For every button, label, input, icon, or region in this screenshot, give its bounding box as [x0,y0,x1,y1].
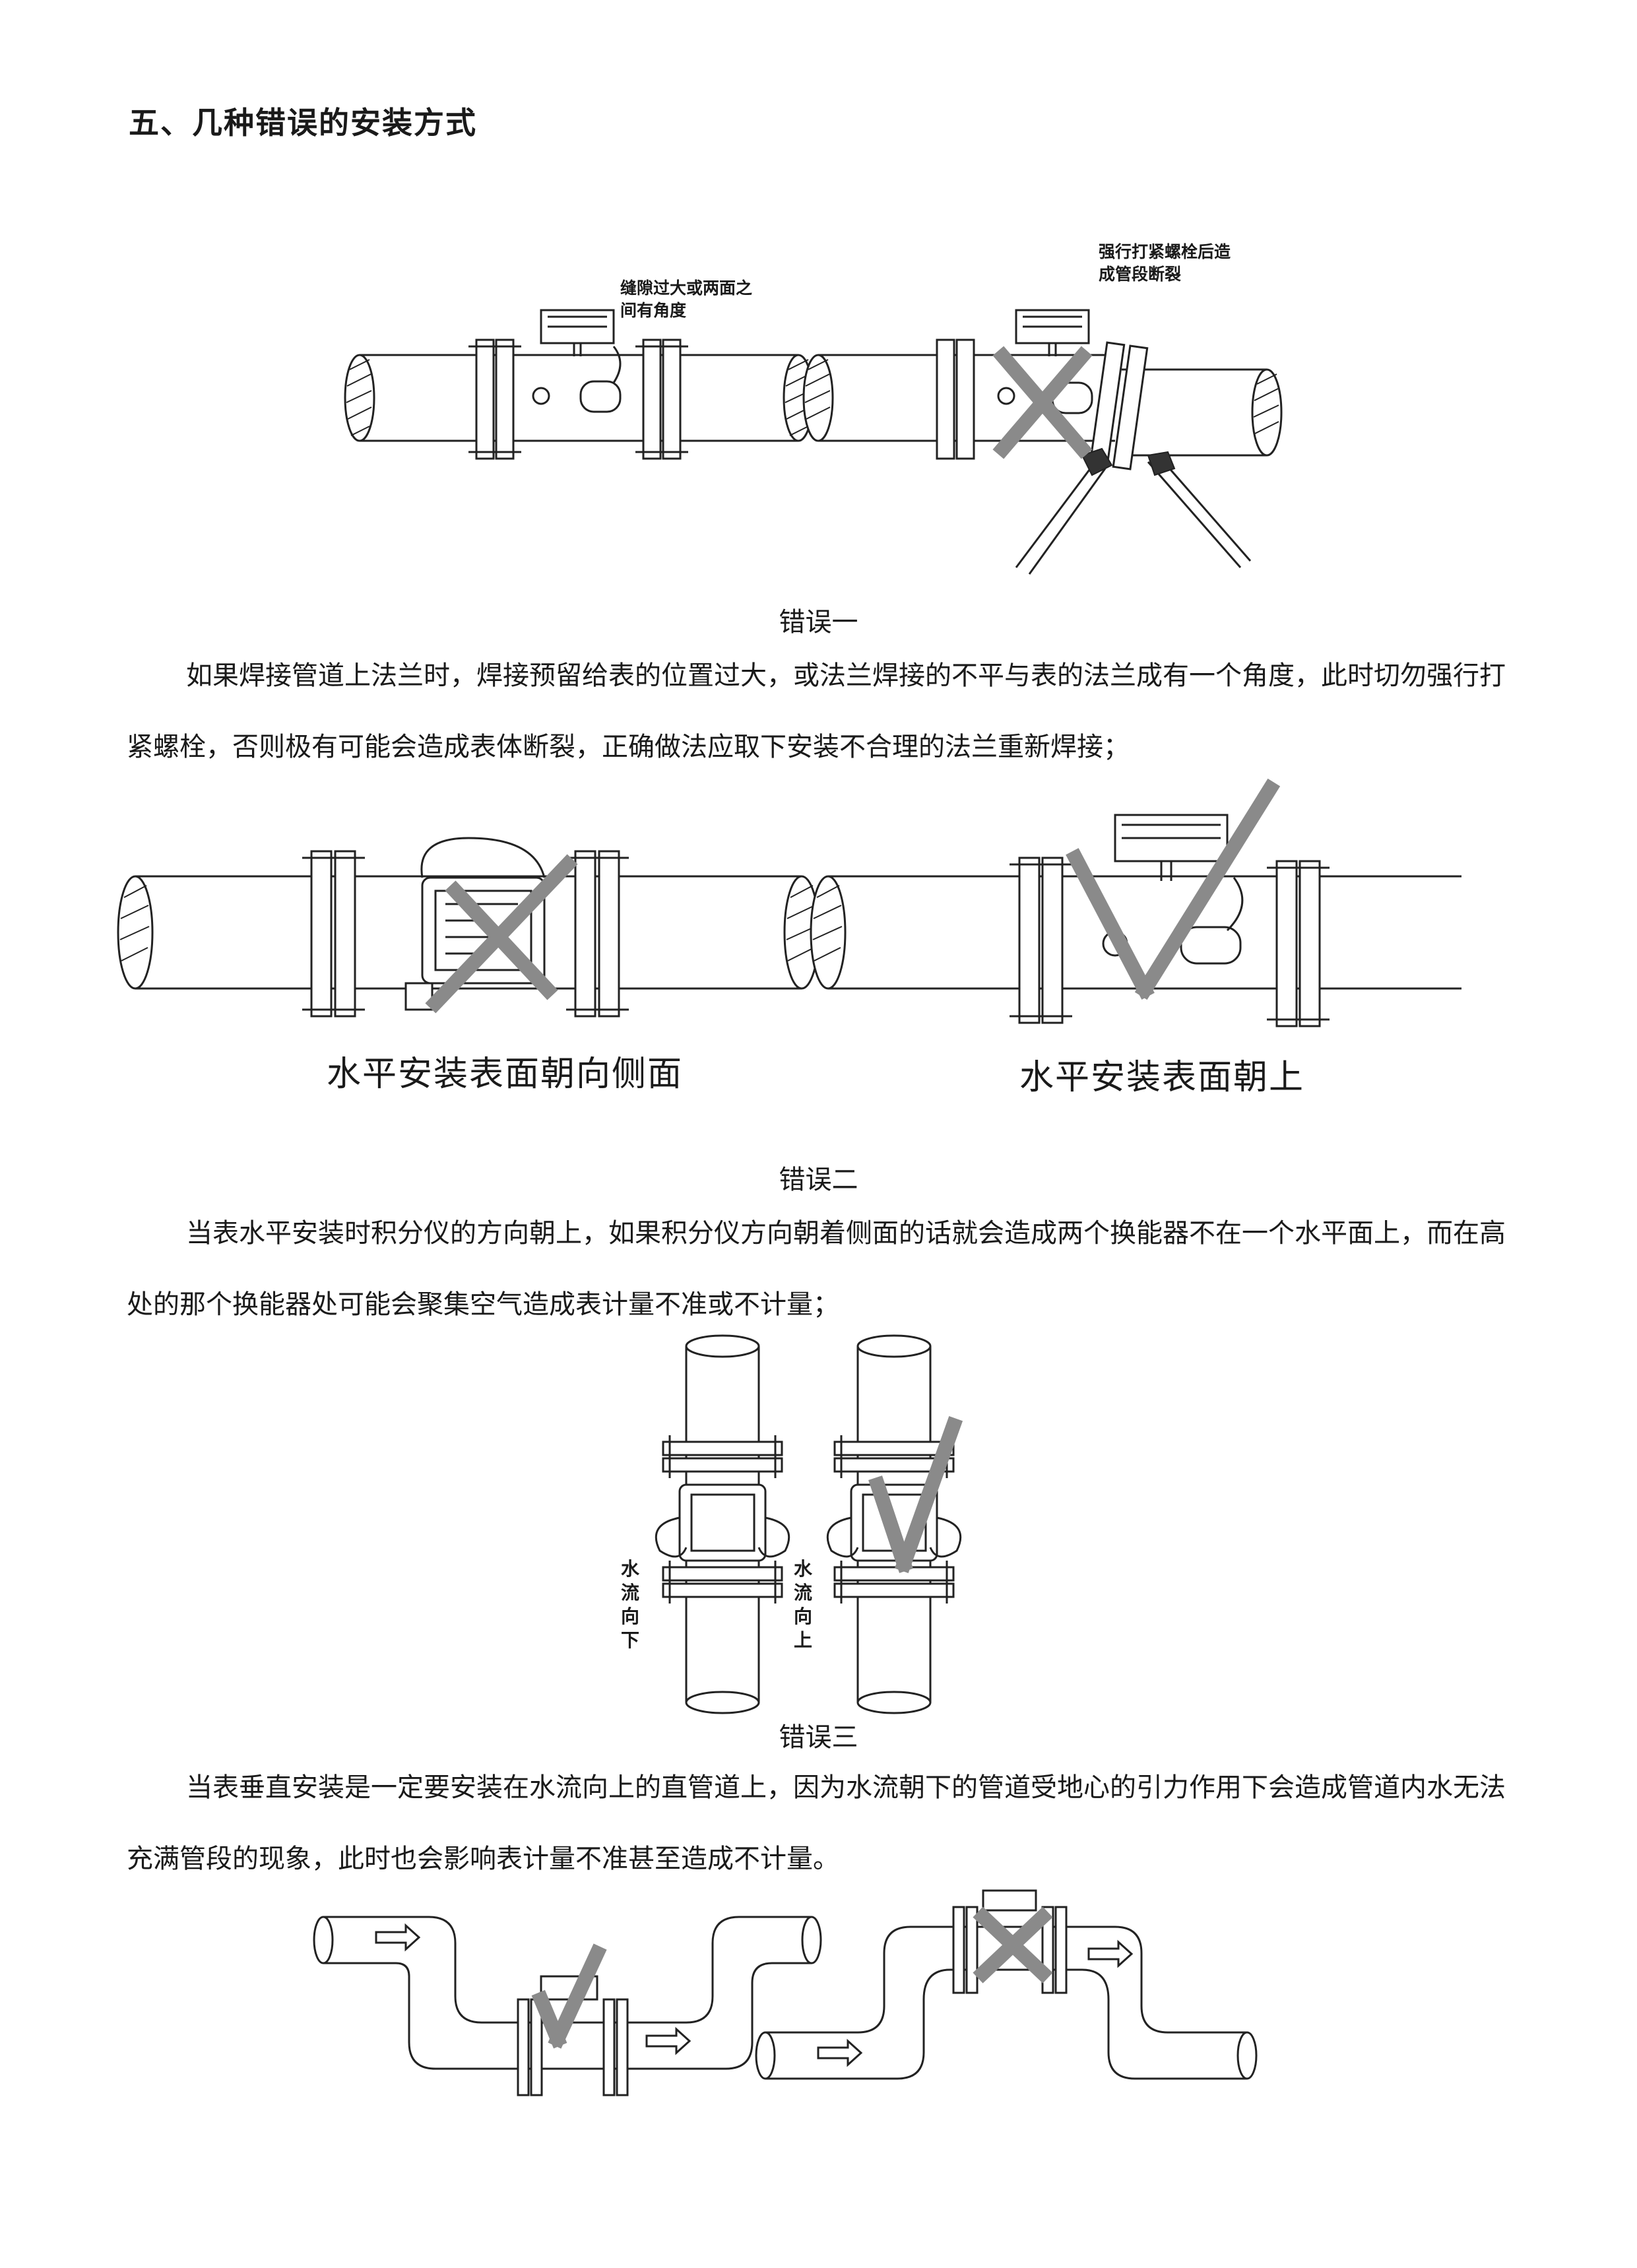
error1-caption: 错误一 [779,607,858,637]
error2-paragraph: 当表水平安装时积分仪的方向朝上，如果积分仪方向朝着侧面的话就会造成两个换能器不在… [127,1198,1512,1340]
wrong-mark-icon [973,1906,1053,1984]
error1-paragraph-text: 如果焊接管道上法兰时，焊接预留给表的位置过大，或法兰焊接的不平与表的法兰成有一个… [127,661,1506,762]
correct-mark-icon [1066,778,1281,1000]
correct-mark-icon [868,1415,963,1574]
error1-paragraph: 如果焊接管道上法兰时，焊接预留给表的位置过大，或法兰焊接的不平与表的法兰成有一个… [127,640,1512,783]
wrong-mark-icon [992,346,1093,459]
flow-arrow-icon [375,1923,421,1952]
error2-paragraph-text: 当表水平安装时积分仪的方向朝上，如果积分仪方向朝着侧面的话就会造成两个换能器不在… [127,1218,1506,1320]
pipe-side-facing [117,837,820,1018]
s-pipe-right [755,1889,1258,2080]
flow-arrow-icon [645,2026,691,2056]
label-side-facing: 水平安装表面朝向侧面 [327,1054,684,1094]
label-flow-up: 水流向上 [793,1558,812,1651]
error3-paragraph-text: 当表垂直安装是一定要安装在水流向上的直管道上，因为水流朝下的管道受地心的引力作用… [127,1772,1506,1874]
page-heading: 五、几种错误的安装方式 [129,105,477,141]
note-gap-text: 缝隙过大或两面之间有角度 [620,278,753,320]
note-force-text: 强行打紧螺栓后造成管段断裂 [1099,242,1231,284]
error3-caption: 错误三 [779,1722,858,1753]
vertical-pipe-down [655,1334,790,1714]
pipe-right [802,309,1283,575]
pipe-up-facing [810,778,1461,1027]
label-up-facing: 水平安装表面朝上 [1019,1058,1305,1097]
s-pipe-left [313,1916,822,2096]
error3-paragraph: 当表垂直安装是一定要安装在水流向上的直管道上，因为水流朝下的管道受地心的引力作用… [127,1752,1512,1895]
flow-arrow-icon [817,2038,863,2067]
error2-caption: 错误二 [779,1165,858,1195]
label-flow-down: 水流向下 [620,1558,639,1651]
flow-arrow-icon [1087,1939,1134,1968]
correct-mark-icon [531,1943,607,2049]
wrong-mark-icon [425,854,578,1014]
vertical-pipe-up [826,1334,963,1714]
